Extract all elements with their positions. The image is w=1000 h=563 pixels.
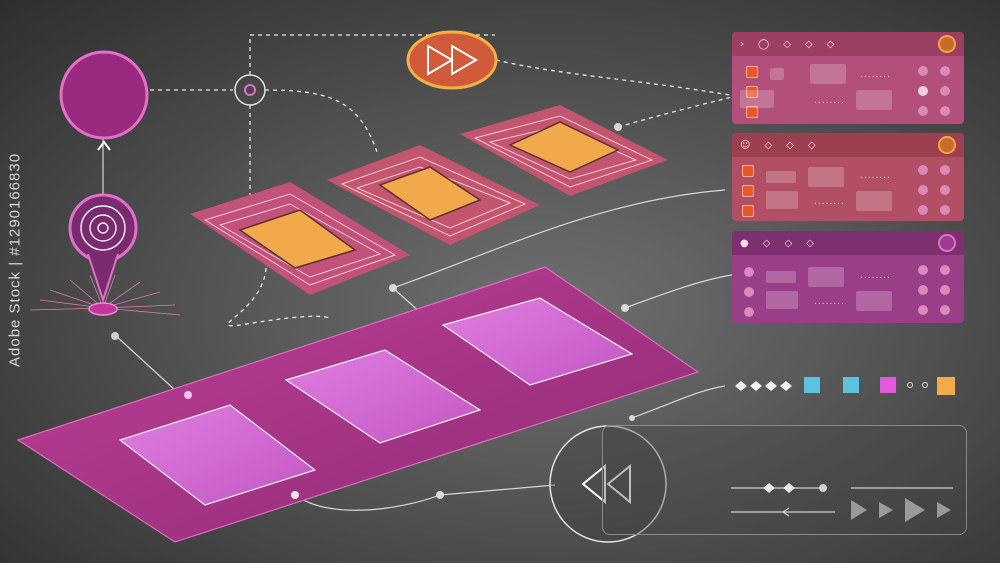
panel-top-header: › ◯ ◇ ◇ ◇ — [732, 32, 964, 56]
legend-strip — [735, 377, 955, 395]
thumbnail — [808, 167, 844, 187]
toggle-dot[interactable] — [940, 265, 950, 275]
toggle-dot[interactable] — [744, 267, 754, 277]
panel-bottom: ● ◇ ◇ ◇ ........ ........ — [732, 231, 964, 323]
control-panel-graphics — [731, 483, 953, 522]
play-arrows-icon — [851, 498, 951, 522]
checkbox[interactable] — [746, 86, 758, 98]
node-icon[interactable]: ◯ — [758, 38, 770, 50]
progress-dots: ........ — [814, 197, 845, 207]
dashed-connectors — [150, 34, 733, 327]
checkbox[interactable] — [746, 106, 758, 118]
toggle-dot[interactable] — [918, 265, 928, 275]
toggle-dot[interactable] — [918, 86, 928, 96]
junction-node — [234, 74, 266, 106]
tile-middle — [327, 145, 540, 245]
thumbnail — [856, 191, 892, 211]
top-left-node — [59, 50, 149, 140]
diamond-icon[interactable]: ◇ — [783, 38, 791, 50]
thumbnail — [856, 291, 892, 311]
toggle-dot[interactable] — [940, 165, 950, 175]
arrow-left-icon — [781, 507, 790, 517]
diamond-icon[interactable]: ◇ — [764, 139, 773, 151]
checkbox[interactable] — [742, 185, 754, 197]
status-icon[interactable] — [938, 136, 956, 154]
thumbnail — [740, 90, 774, 108]
progress-dots: ........ — [814, 96, 845, 106]
thumbnail — [766, 191, 798, 209]
progress-dots: ........ — [860, 271, 891, 281]
toggle-dot[interactable] — [940, 66, 950, 76]
diamond-pair-icon — [766, 271, 796, 283]
toggle-dot[interactable] — [940, 185, 950, 195]
diamond-icon[interactable]: ◇ — [807, 139, 816, 151]
status-icon[interactable] — [938, 234, 956, 252]
checkbox[interactable] — [746, 66, 758, 78]
toggle-dot[interactable] — [744, 307, 754, 317]
slider-handle-icon — [783, 483, 795, 493]
progress-dots: ........ — [860, 171, 891, 181]
checkbox[interactable] — [742, 165, 754, 177]
chevron-icon[interactable]: › — [740, 38, 744, 50]
panel-top: › ◯ ◇ ◇ ◇ ........ ........ — [732, 32, 964, 124]
toggle-dot[interactable] — [940, 305, 950, 315]
face-icon[interactable]: ☺ — [740, 139, 751, 151]
panel-bottom-header: ● ◇ ◇ ◇ — [732, 231, 964, 255]
panel-middle-header: ☺ ◇ ◇ ◇ — [732, 133, 964, 157]
board-slot-1 — [118, 404, 317, 506]
thumbnail — [856, 90, 892, 110]
progress-dots: ........ — [860, 70, 891, 80]
checkbox[interactable] — [742, 205, 754, 217]
fast-forward-icon — [406, 30, 498, 90]
target-icon — [68, 193, 138, 304]
diamond-icon[interactable]: ◇ — [806, 237, 814, 249]
board-slot-3 — [441, 297, 634, 386]
thumbnail — [810, 64, 846, 84]
toggle-dot[interactable] — [940, 285, 950, 295]
toggle-dot[interactable] — [940, 106, 950, 116]
diamond-pair-icon — [766, 171, 796, 183]
diamond-icon[interactable]: ◇ — [786, 139, 794, 151]
panel-middle: ☺ ◇ ◇ ◇ ........ ........ — [732, 133, 964, 221]
control-panel — [602, 425, 967, 535]
diamond-icon[interactable]: ◇ — [804, 38, 813, 50]
tile-right — [460, 105, 668, 196]
toggle-dot[interactable] — [940, 86, 950, 96]
toggle-dot[interactable] — [918, 205, 928, 215]
toggle-dot[interactable] — [918, 106, 928, 116]
status-icon[interactable] — [938, 35, 956, 53]
toggle-dot[interactable] — [918, 66, 928, 76]
progress-dots: ........ — [814, 297, 845, 307]
toggle-dot[interactable] — [918, 165, 928, 175]
toggle-dot[interactable] — [918, 185, 928, 195]
thumbnail — [766, 291, 798, 309]
node-icon[interactable]: ● — [740, 237, 749, 249]
diamond-icon[interactable]: ◇ — [762, 237, 771, 249]
tile-left — [190, 182, 410, 295]
toggle-dot[interactable] — [744, 287, 754, 297]
magenta-board — [16, 266, 700, 543]
toggle-dot[interactable] — [940, 205, 950, 215]
thumbnail — [808, 267, 844, 287]
board-slot-2 — [284, 349, 482, 444]
toggle-dot[interactable] — [918, 305, 928, 315]
face-icon — [770, 68, 784, 80]
arrow-up-icon — [97, 140, 111, 151]
diamond-icon[interactable]: ◇ — [784, 237, 793, 249]
toggle-dot[interactable] — [918, 285, 928, 295]
slider-handle-icon — [763, 483, 775, 493]
diamond-icon[interactable]: ◇ — [826, 38, 835, 50]
